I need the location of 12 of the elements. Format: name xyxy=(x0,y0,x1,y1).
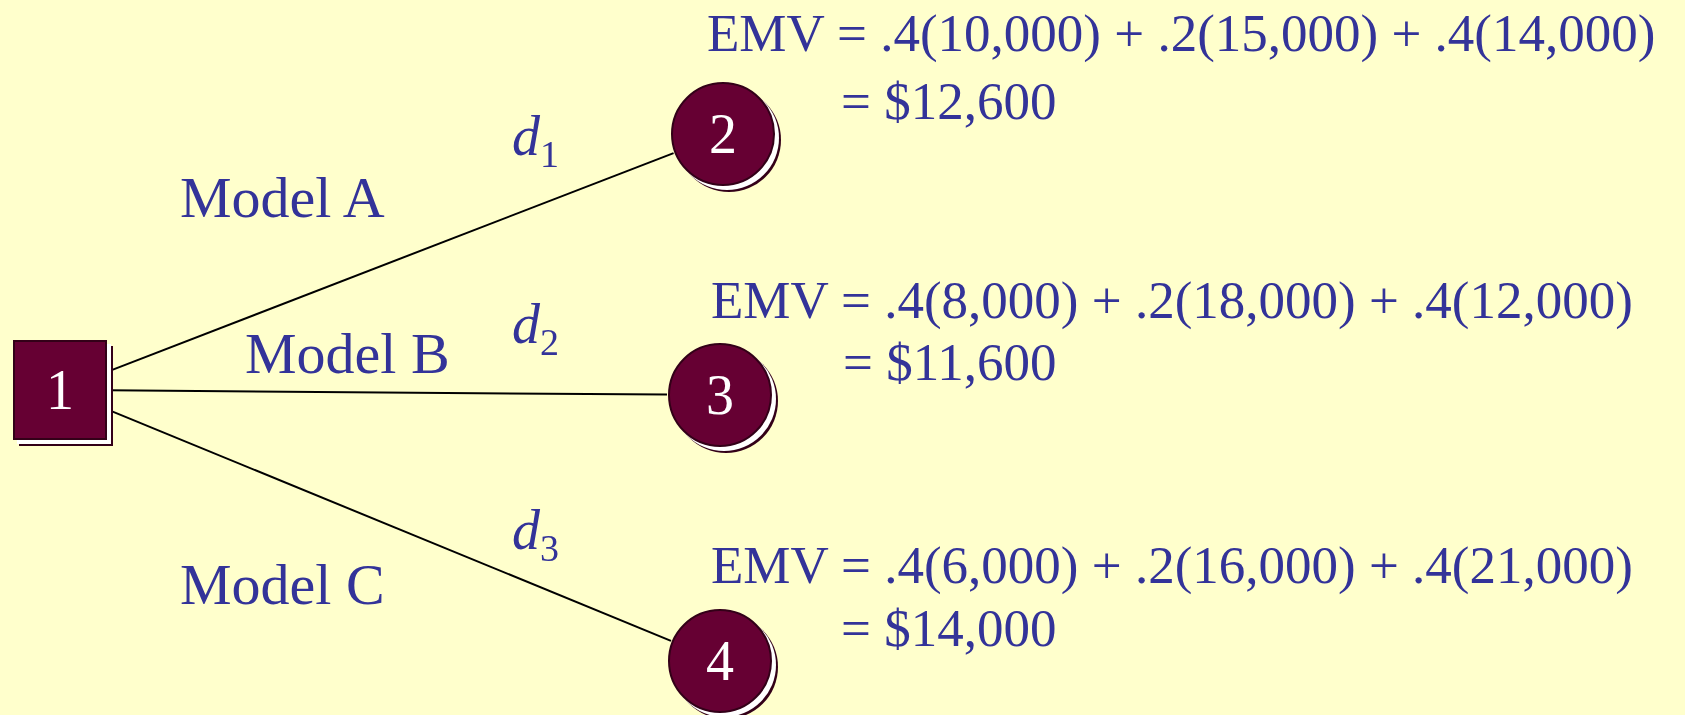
emv-formula: = $14,000 xyxy=(841,599,1057,658)
emv-formula: EMV = .4(10,000) + .2(15,000) + .4(14,000) xyxy=(707,4,1656,63)
decision-symbol: d$_{2}$ xyxy=(512,296,559,361)
edge-label: Model B xyxy=(245,322,450,386)
emv-formula: EMV = .4(6,000) + .2(16,000) + .4(21,000) xyxy=(711,536,1633,595)
emv-formula: = $12,600 xyxy=(841,72,1057,131)
decision-symbol: d$_{3}$ xyxy=(512,502,559,567)
edge-label: Model C xyxy=(180,553,385,617)
edge-label: Model A xyxy=(180,166,385,230)
decision-symbol: d$_{1}$ xyxy=(512,108,559,173)
emv-formula: EMV = .4(8,000) + .2(18,000) + .4(12,000) xyxy=(711,271,1633,330)
emv-formula: = $11,600 xyxy=(843,333,1057,392)
